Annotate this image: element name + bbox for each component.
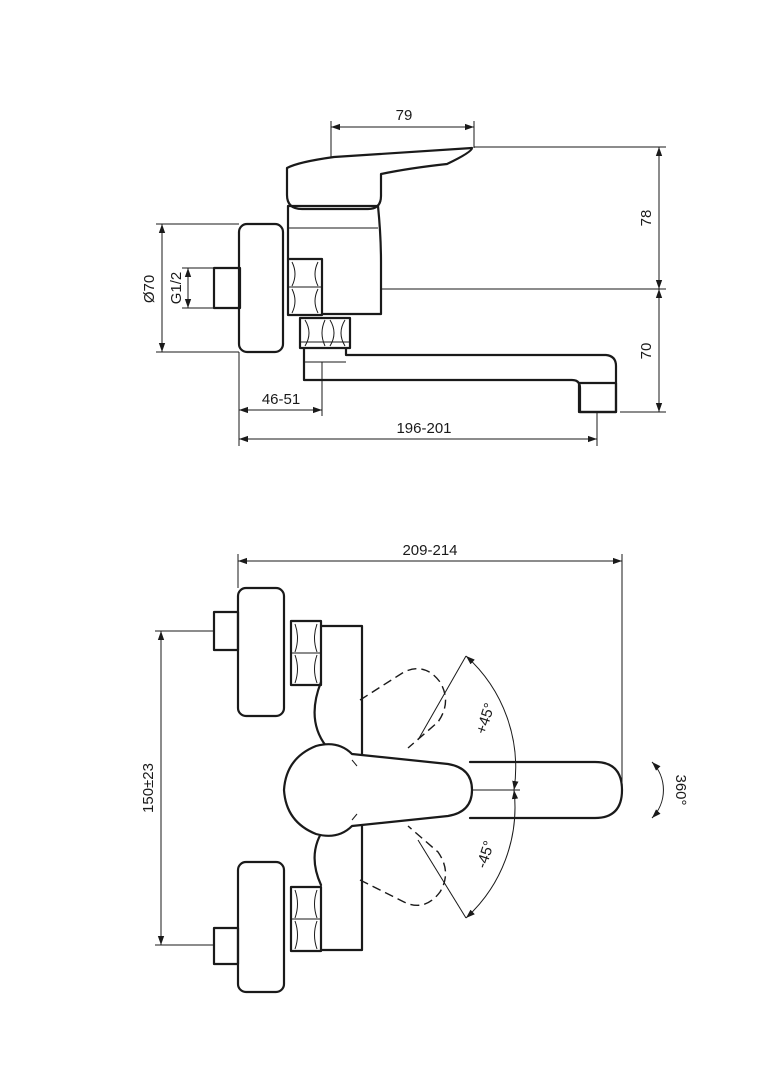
side-wall-flange: [237, 222, 285, 354]
dim-spout-rotation: 360°: [672, 774, 689, 805]
side-lower-nut: [298, 316, 352, 350]
front-view: [212, 586, 624, 994]
dim-lever-down: -45°: [473, 839, 498, 871]
side-lever-handle: [285, 146, 474, 211]
dim-center-distance: 150±23: [140, 763, 157, 813]
side-spout: [302, 347, 618, 414]
front-upper-flange: [236, 586, 286, 718]
dim-lever-up: +45°: [473, 701, 499, 736]
dim-thread: G1/2: [168, 272, 185, 305]
side-view: [212, 146, 618, 414]
side-aerator: [577, 381, 618, 414]
dim-body-height: 78: [638, 210, 655, 227]
side-inlet-nipple: [212, 266, 242, 310]
front-lower-flange: [236, 860, 286, 994]
dim-total-reach: 209-214: [402, 542, 457, 559]
front-upper-nut: [289, 619, 323, 687]
dim-spout-reach: 196-201: [396, 420, 451, 437]
side-body: [286, 204, 383, 316]
side-dimensions: 79 78 70 Ø70 G1/2 46-51 196-201: [141, 107, 666, 446]
dim-eccentric-depth: 46-51: [262, 391, 300, 408]
front-lower-inlet: [212, 926, 240, 966]
front-upper-inlet: [212, 610, 240, 652]
dim-spout-height: 70: [638, 343, 655, 360]
arc-lever-down: [465, 789, 519, 919]
arc-spout-rotation: [651, 761, 664, 819]
arc-lever-up: [465, 655, 519, 791]
front-dimensions: 209-214 150±23 +45° -45° 360°: [140, 542, 689, 946]
front-lower-nut: [289, 885, 323, 953]
dim-flange-diameter: Ø70: [141, 275, 158, 303]
side-upper-nut: [286, 257, 324, 317]
front-lever-handle: [282, 743, 474, 837]
lever-down-position: [359, 825, 447, 906]
dim-handle-width: 79: [396, 107, 413, 124]
lever-up-position: [359, 668, 447, 749]
